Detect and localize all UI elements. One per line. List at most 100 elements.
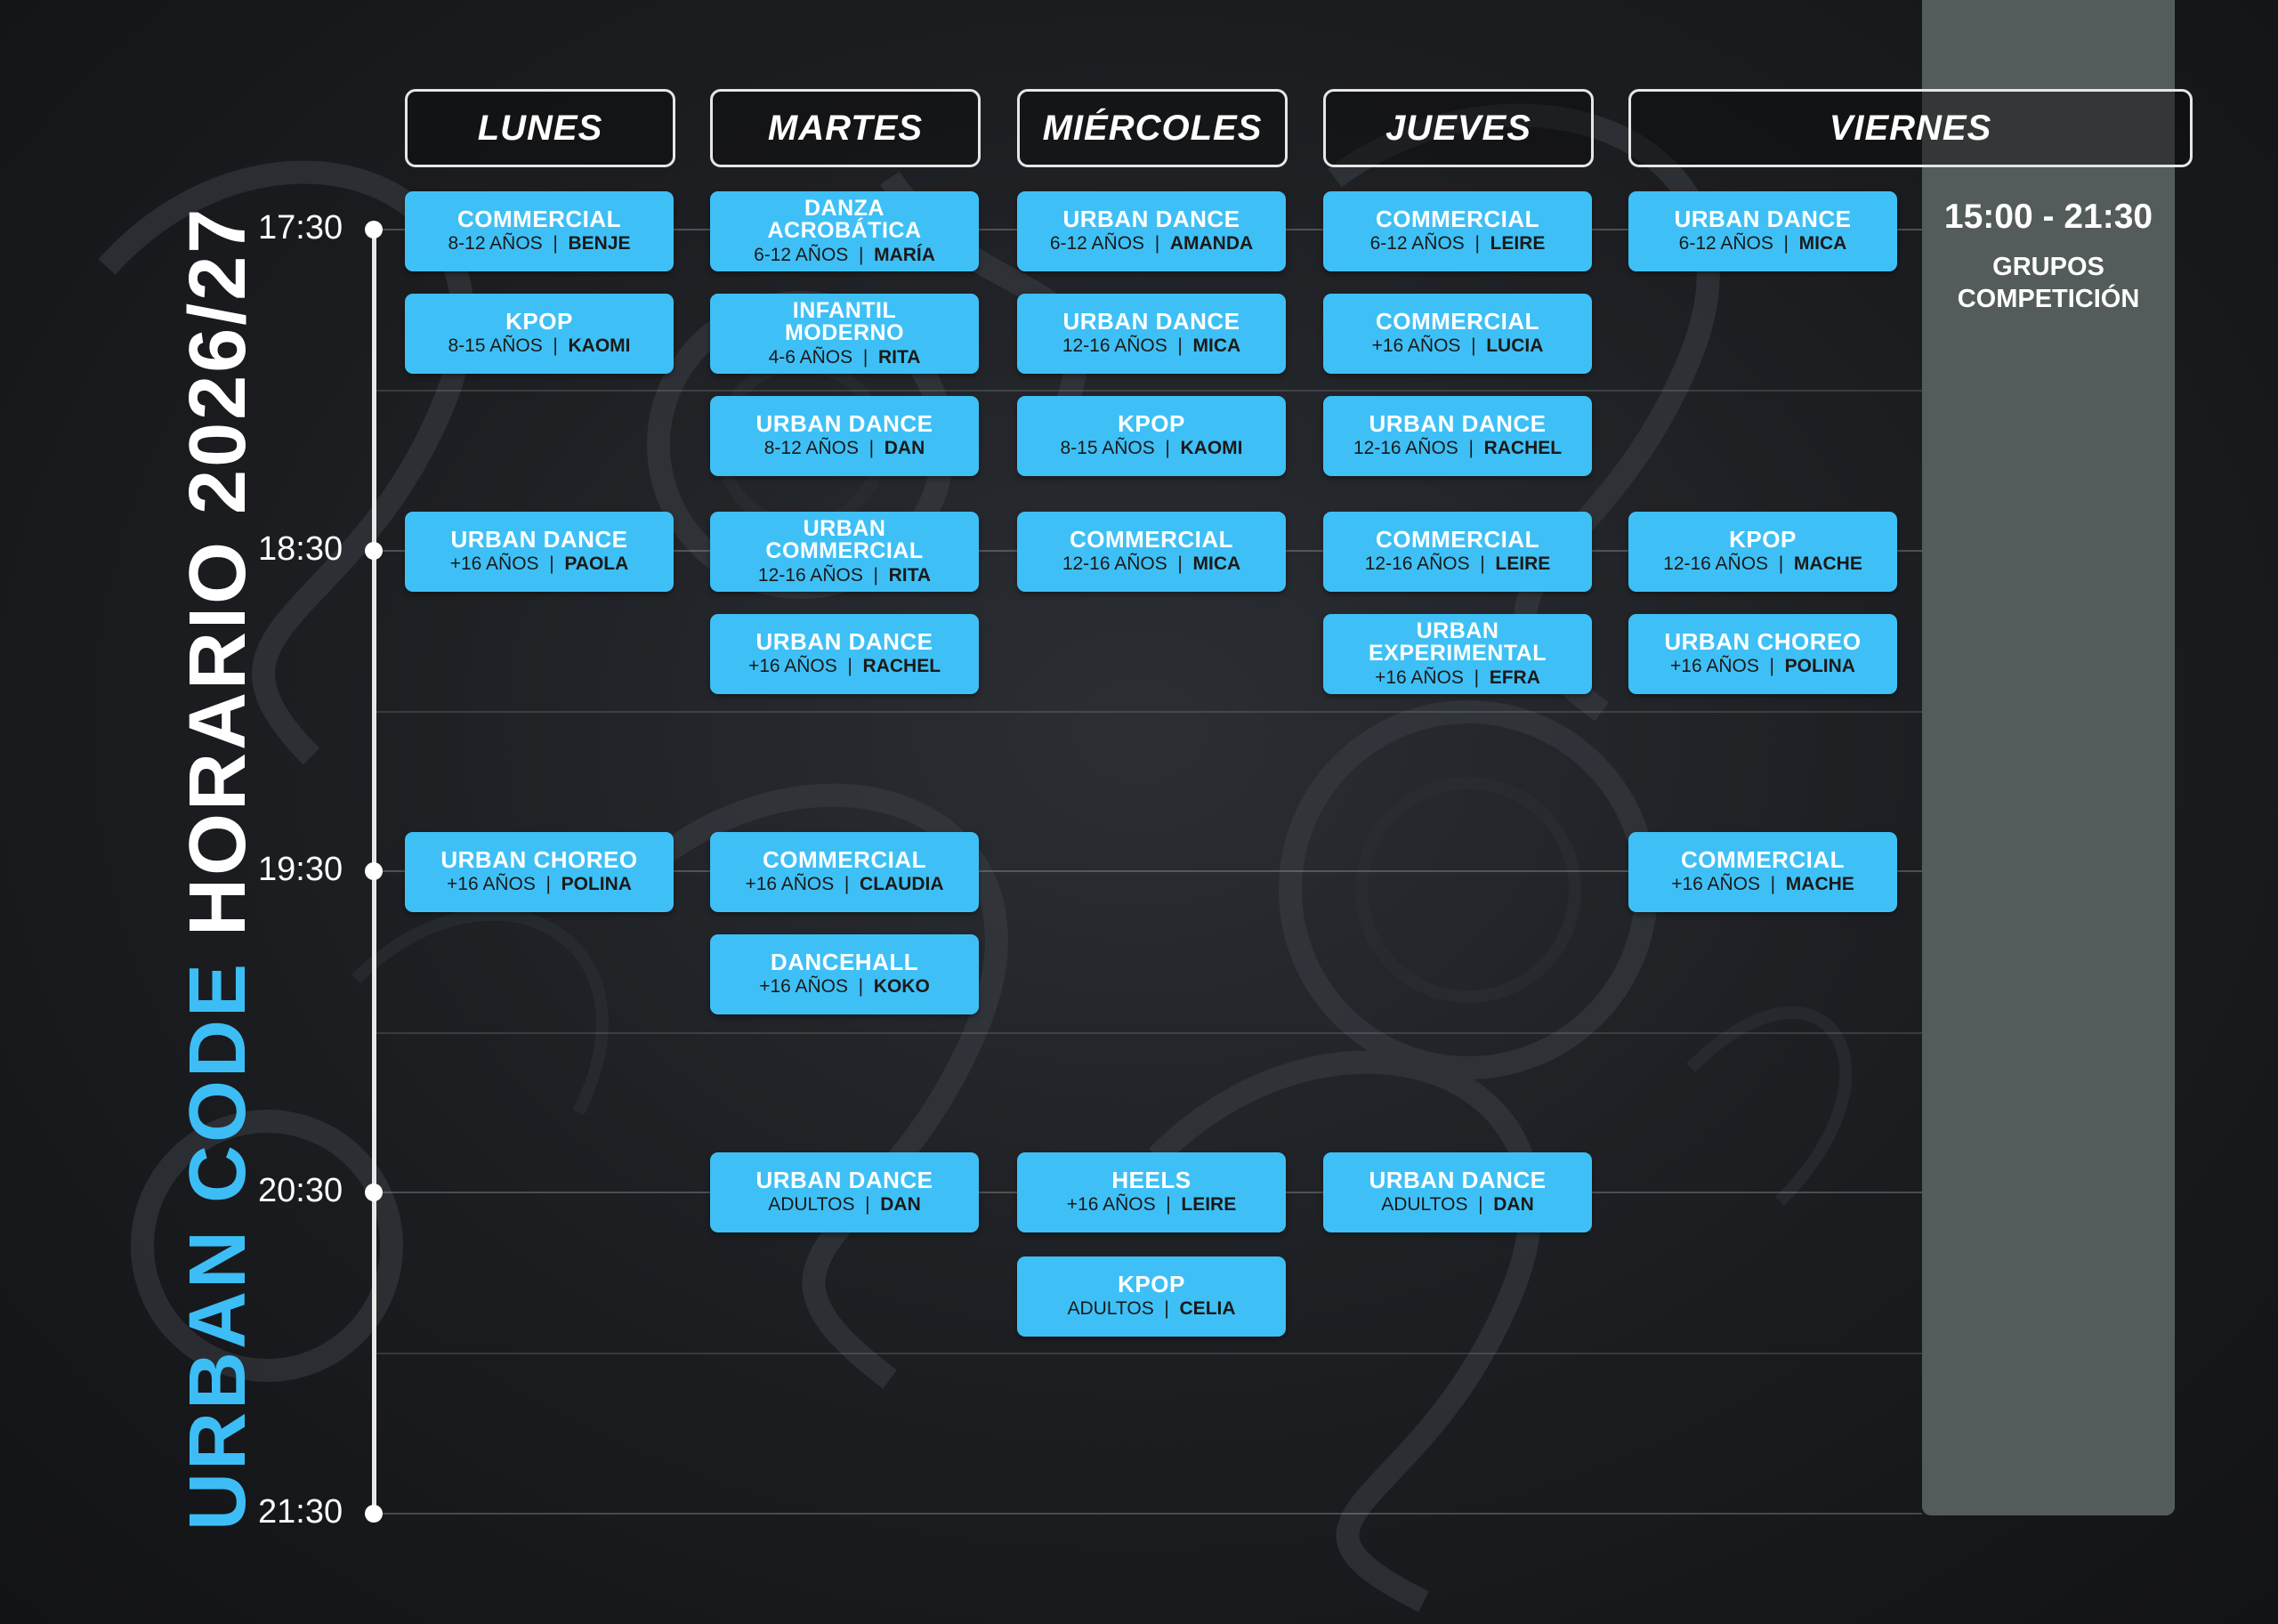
class-teacher: CELIA — [1179, 1298, 1236, 1319]
hour-gridline — [374, 1513, 1922, 1515]
class-age: 8-15 AÑOS — [448, 335, 543, 356]
class-age: +16 AÑOS — [1375, 667, 1464, 688]
time-marker-dot — [365, 542, 383, 560]
separator: | — [834, 874, 860, 894]
class-name: KPOP — [1729, 526, 1797, 553]
competition-label-line2: COMPETICIÓN — [1957, 285, 2140, 313]
class-age: ADULTOS — [1067, 1298, 1154, 1319]
class-name: URBAN CHOREO — [440, 846, 638, 873]
class-age: 12-16 AÑOS — [1364, 553, 1470, 574]
class-details: 12-16 AÑOS | MICA — [1062, 553, 1240, 575]
class-details: +16 AÑOS | CLAUDIA — [745, 874, 943, 895]
class-age: ADULTOS — [1381, 1194, 1468, 1215]
class-name: URBAN DANCE — [1062, 308, 1240, 335]
class-teacher: POLINA — [1784, 656, 1855, 676]
separator: | — [1460, 335, 1487, 356]
hour-gridline — [374, 870, 1922, 872]
class-details: 8-15 AÑOS | KAOMI — [448, 335, 630, 357]
separator: | — [1768, 553, 1794, 574]
class-details: +16 AÑOS | POLINA — [1670, 656, 1855, 677]
class-teacher: KAOMI — [1180, 438, 1243, 458]
class-details: 12-16 AÑOS | MACHE — [1663, 553, 1862, 575]
class-age: 8-12 AÑOS — [448, 233, 543, 254]
half-hour-gridline — [374, 1353, 1922, 1354]
class-teacher: RITA — [877, 346, 921, 368]
class-card: COMMERCIAL+16 AÑOS | CLAUDIA — [710, 832, 979, 912]
class-age: 12-16 AÑOS — [1353, 438, 1458, 458]
class-name: KPOP — [505, 308, 573, 335]
separator: | — [858, 438, 885, 458]
class-name: URBAN DANCE — [1369, 1167, 1547, 1193]
class-age: +16 AÑOS — [1066, 1194, 1156, 1215]
time-marker-dot — [365, 221, 383, 238]
competition-column — [1922, 0, 2175, 1515]
class-name: URBAN CHOREO — [1664, 628, 1862, 655]
class-details: 12-16 AÑOS | LEIRE — [1365, 553, 1551, 575]
class-teacher: LEIRE — [1495, 553, 1551, 574]
half-hour-gridline — [374, 711, 1922, 713]
day-header-miercoles: MIÉRCOLES — [1017, 89, 1288, 167]
separator: | — [862, 564, 889, 586]
class-card: URBAN DANCE+16 AÑOS | RACHEL — [710, 614, 979, 694]
class-teacher: MICA — [1798, 233, 1847, 254]
class-teacher: AMANDA — [1169, 233, 1254, 254]
class-teacher: DAN — [1493, 1194, 1534, 1215]
class-details: 6-12 AÑOS | LEIRE — [1370, 233, 1546, 255]
class-name: HEELS — [1111, 1167, 1192, 1193]
day-header-jueves: JUEVES — [1323, 89, 1594, 167]
day-header-lunes: LUNES — [405, 89, 675, 167]
class-age: +16 AÑOS — [759, 976, 848, 997]
class-name: INFANTIL MODERNO — [784, 297, 905, 345]
class-name: URBAN DANCE — [755, 410, 933, 437]
class-teacher: RITA — [888, 564, 932, 586]
time-marker-dot — [365, 862, 383, 880]
class-name: COMMERCIAL — [1375, 206, 1540, 232]
class-age: 4-6 AÑOS — [768, 346, 853, 368]
class-details: ADULTOS | DAN — [1381, 1194, 1534, 1216]
class-name: COMMERCIAL — [456, 206, 622, 232]
class-details: +16 AÑOS | LUCIA — [1372, 335, 1544, 357]
class-name: URBAN DANCE — [1062, 206, 1240, 232]
separator: | — [1469, 553, 1496, 574]
separator: | — [1760, 874, 1786, 894]
class-age: 12-16 AÑOS — [757, 564, 863, 586]
class-teacher: LEIRE — [1490, 233, 1546, 254]
class-age: 12-16 AÑOS — [1663, 553, 1769, 574]
class-details: ADULTOS | CELIA — [1067, 1298, 1235, 1320]
class-details: +16 AÑOS | KOKO — [759, 976, 930, 998]
class-name: URBAN DANCE — [755, 1167, 933, 1193]
day-header-martes: MARTES — [710, 89, 981, 167]
separator: | — [848, 976, 874, 997]
class-details: 6-12 AÑOS | AMANDA — [1050, 233, 1253, 255]
class-name: COMMERCIAL — [762, 846, 927, 873]
class-name: URBAN DANCE — [1369, 410, 1547, 437]
class-age: 8-15 AÑOS — [1060, 438, 1155, 458]
class-name: KPOP — [1118, 1271, 1185, 1297]
class-details: 6-12 AÑOS | MARÍA — [754, 245, 935, 266]
class-name: DANCEHALL — [770, 949, 919, 975]
class-age: 8-12 AÑOS — [763, 438, 859, 458]
separator: | — [535, 874, 561, 894]
class-age: +16 AÑOS — [1371, 335, 1461, 356]
separator: | — [1144, 233, 1170, 254]
time-label: 17:30 — [258, 209, 343, 246]
brand-name: URBAN CODE — [174, 960, 263, 1531]
class-name: URBAN DANCE — [450, 526, 628, 553]
class-age: +16 AÑOS — [449, 553, 539, 574]
class-teacher: EFRA — [1489, 667, 1540, 688]
class-teacher: MARÍA — [874, 244, 935, 265]
separator: | — [1154, 438, 1181, 458]
class-name: URBAN DANCE — [1674, 206, 1852, 232]
class-details: 4-6 AÑOS | RITA — [769, 347, 921, 368]
separator: | — [1458, 438, 1484, 458]
class-details: 8-15 AÑOS | KAOMI — [1060, 438, 1242, 459]
class-card: COMMERCIAL+16 AÑOS | LUCIA — [1323, 294, 1592, 374]
time-marker-dot — [365, 1184, 383, 1201]
